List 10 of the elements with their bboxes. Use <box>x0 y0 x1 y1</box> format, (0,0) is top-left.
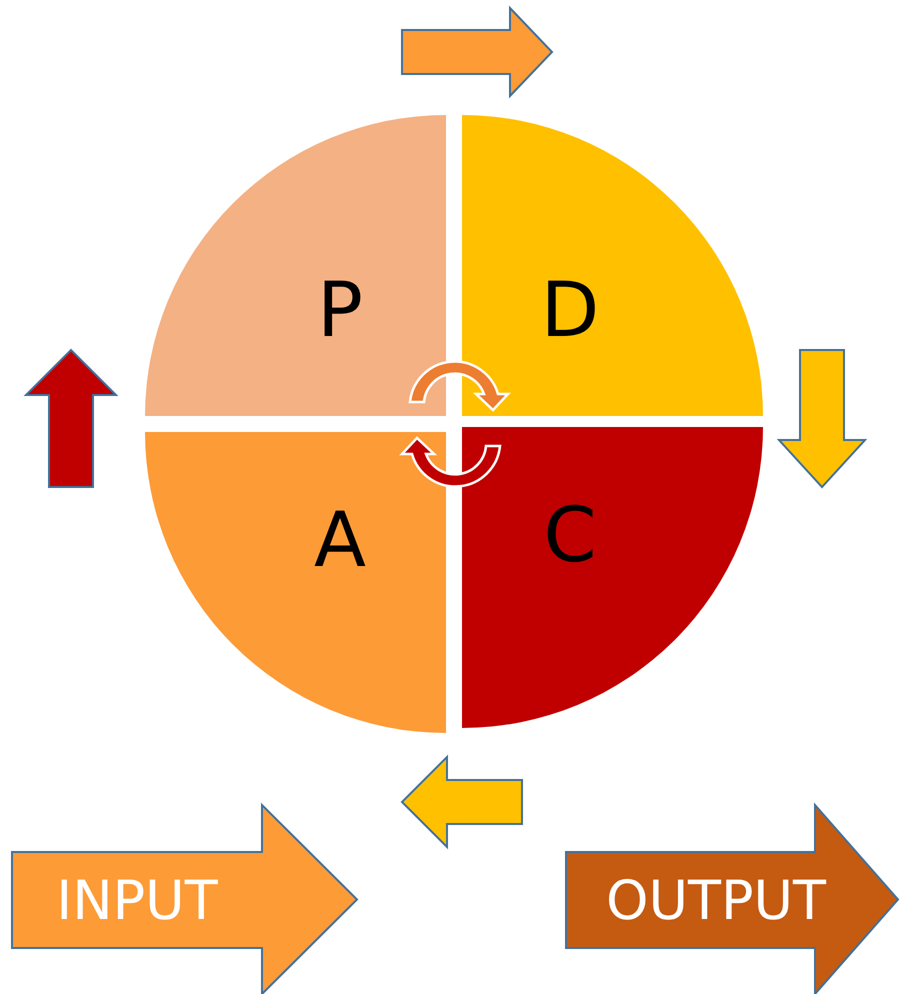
quadrant-letter: D <box>540 272 600 348</box>
block-arrow <box>400 754 523 850</box>
block-arrow <box>24 348 118 488</box>
block-arrow <box>776 349 868 488</box>
arrow-label: INPUT <box>56 874 218 928</box>
arrow-label: OUTPUT <box>606 874 826 928</box>
quadrant-letter: A <box>314 502 366 578</box>
quadrant-letter: C <box>543 497 597 573</box>
block-arrow <box>401 6 554 98</box>
quadrant-letter: P <box>317 272 363 348</box>
